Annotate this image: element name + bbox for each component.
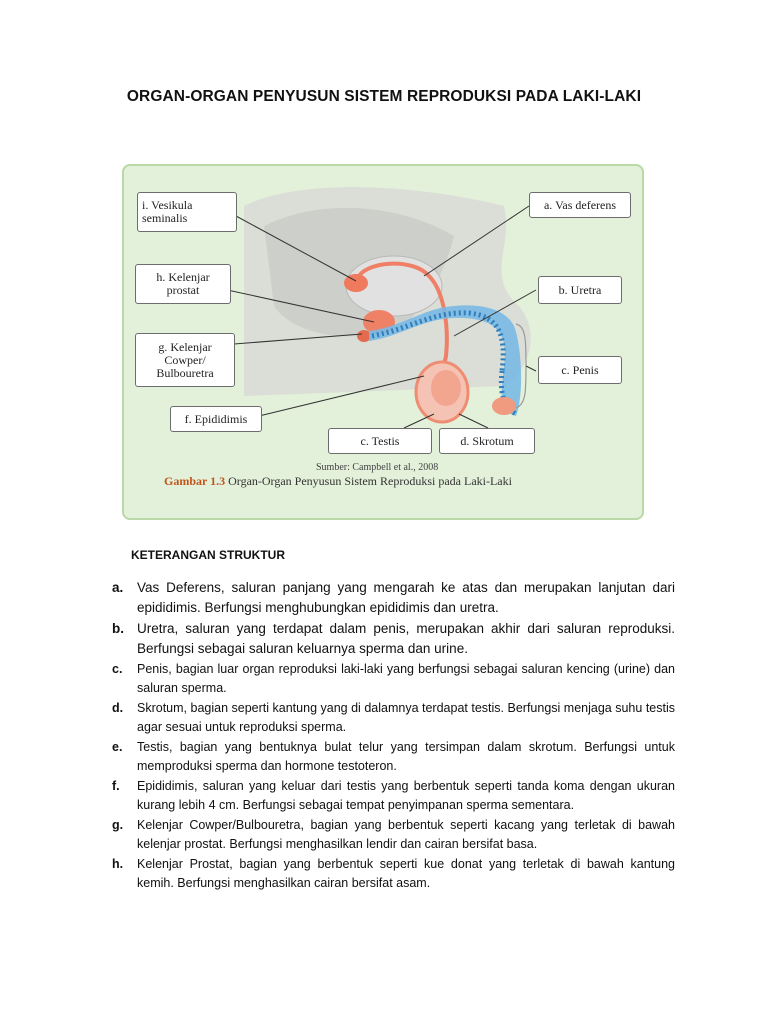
label-kelenjar-cowper: g. Kelenjar Cowper/ Bulbouretra — [135, 333, 235, 387]
list-item: b. Uretra, saluran yang terdapat dalam pe… — [112, 619, 675, 659]
anatomy-figure: i. Vesikula seminalis h. Kelenjar prosta… — [122, 164, 644, 520]
list-item-text: Kelenjar Prostat, bagian yang berbentuk … — [137, 857, 675, 890]
section-heading: KETERANGAN STRUKTUR — [131, 548, 285, 562]
list-item: f. Epididimis, saluran yang keluar dari t… — [112, 777, 675, 815]
figure-caption: Gambar 1.3 Organ-Organ Penyusun Sistem R… — [164, 474, 512, 489]
figure-source: Sumber: Campbell et al., 2008 — [316, 462, 439, 473]
label-kelenjar-prostat: h. Kelenjar prostat — [135, 264, 231, 304]
figure-caption-number: Gambar 1.3 — [164, 474, 226, 488]
label-vas-deferens: a. Vas deferens — [529, 192, 631, 218]
list-marker: b. — [112, 621, 124, 636]
list-item-text: Kelenjar Cowper/Bulbouretra, bagian yang… — [137, 818, 675, 851]
list-item-text: Penis, bagian luar organ reproduksi laki… — [137, 662, 675, 695]
list-item: d. Skrotum, bagian seperti kantung yang d… — [112, 699, 675, 737]
list-item-text: Skrotum, bagian seperti kantung yang di … — [137, 701, 675, 734]
structure-list: a. Vas Deferens, saluran panjang yang men… — [112, 578, 675, 894]
list-item-text: Epididimis, saluran yang keluar dari tes… — [137, 779, 675, 812]
list-marker: h. — [112, 857, 124, 871]
label-vesikula-seminalis: i. Vesikula seminalis — [137, 192, 237, 232]
label-epididimis: f. Epididimis — [170, 406, 262, 432]
label-uretra: b. Uretra — [538, 276, 622, 304]
page-title: ORGAN-ORGAN PENYUSUN SISTEM REPRODUKSI P… — [126, 88, 642, 105]
list-item: g. Kelenjar Cowper/Bulbouretra, bagian ya… — [112, 816, 675, 854]
list-marker: e. — [112, 740, 123, 754]
anatomy-illustration — [208, 187, 537, 429]
list-marker: f. — [112, 779, 120, 793]
list-item-text: Vas Deferens, saluran panjang yang menga… — [137, 580, 675, 615]
list-marker: g. — [112, 818, 124, 832]
list-marker: a. — [112, 580, 124, 595]
label-penis: c. Penis — [538, 356, 622, 384]
list-item-text: Uretra, saluran yang terdapat dalam peni… — [137, 621, 675, 656]
list-item: e. Testis, bagian yang bentuknya bulat te… — [112, 738, 675, 776]
label-skrotum: d. Skrotum — [439, 428, 535, 454]
list-item: h. Kelenjar Prostat, bagian yang berbentu… — [112, 855, 675, 893]
list-marker: d. — [112, 701, 124, 715]
list-item: a. Vas Deferens, saluran panjang yang men… — [112, 578, 675, 618]
list-item-text: Testis, bagian yang bentuknya bulat telu… — [137, 740, 675, 773]
list-item: c. Penis, bagian luar organ reproduksi la… — [112, 660, 675, 698]
figure-caption-text: Organ-Organ Penyusun Sistem Reproduksi p… — [228, 474, 512, 488]
list-marker: c. — [112, 662, 123, 676]
label-testis: c. Testis — [328, 428, 432, 454]
